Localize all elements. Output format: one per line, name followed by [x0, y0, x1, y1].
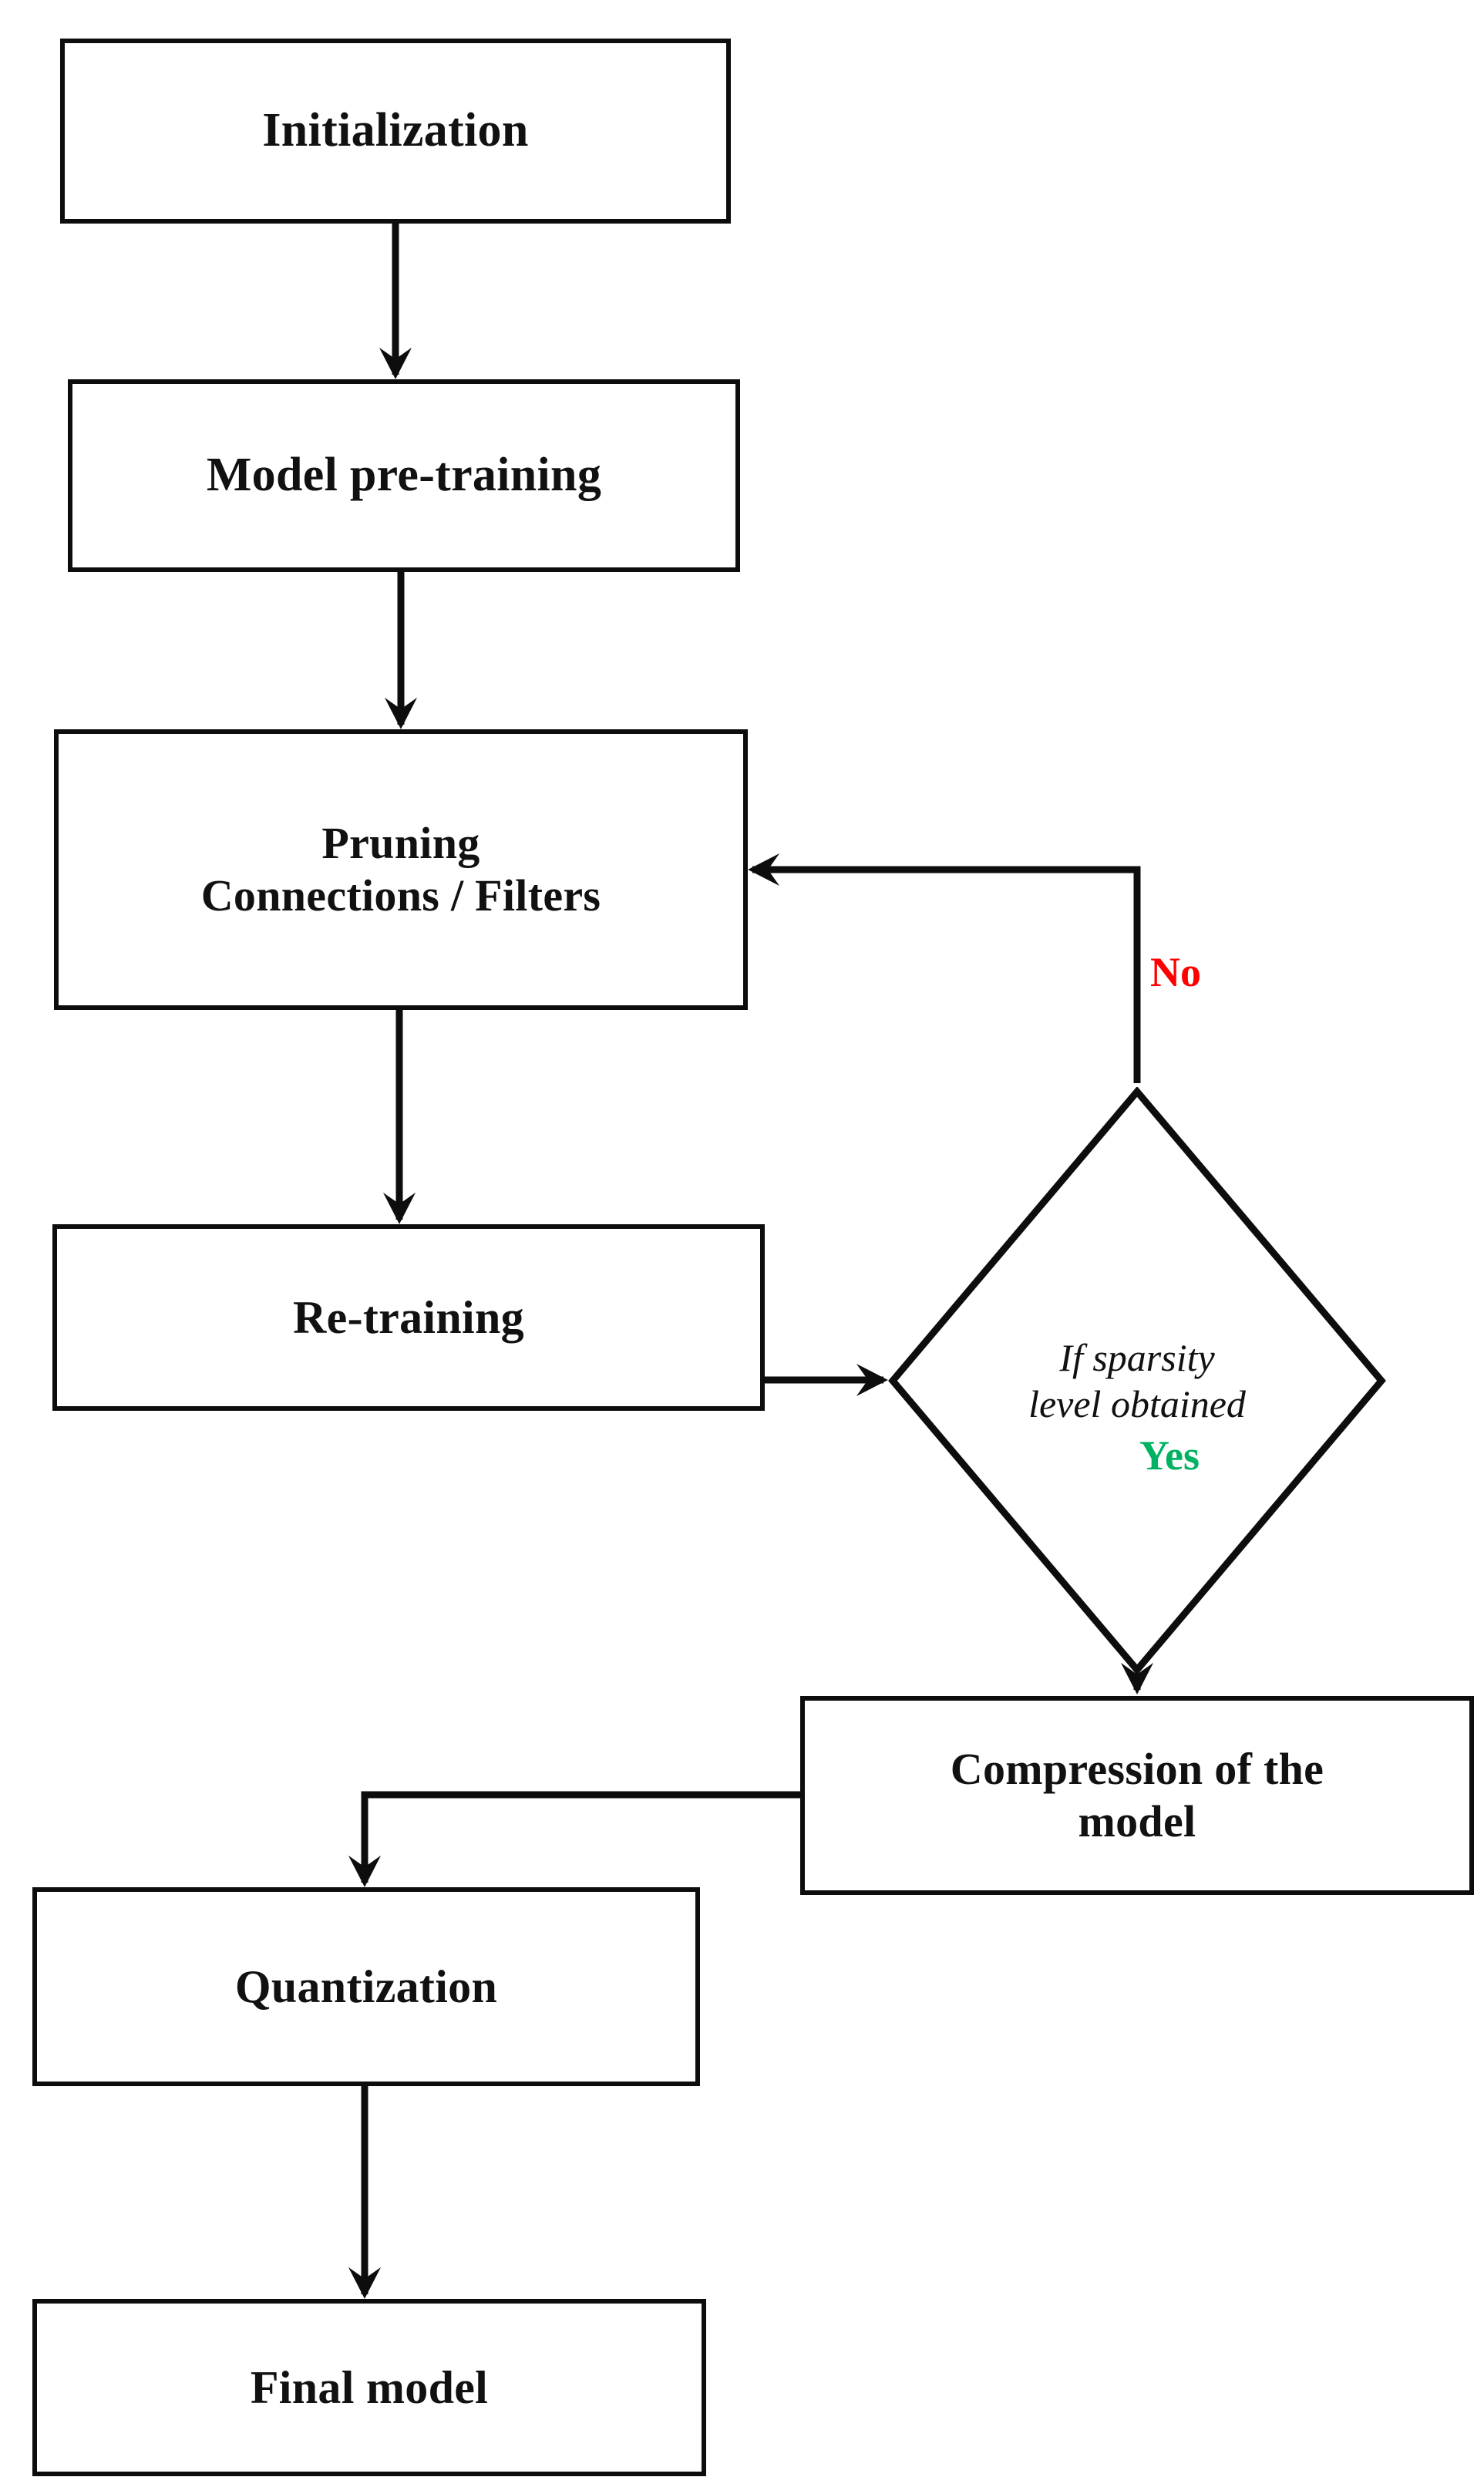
node-final-model[interactable]: Final model	[32, 2299, 706, 2476]
node-quantization[interactable]: Quantization	[32, 1887, 700, 2086]
node-re-training[interactable]: Re-training	[52, 1224, 765, 1411]
node-model-pre-training-label: Model pre-training	[206, 449, 602, 502]
node-decision-label-line2: level obtained	[1028, 1382, 1246, 1425]
edge-decision-no-to-pruning	[748, 853, 1141, 1083]
node-final-model-label: Final model	[250, 2361, 489, 2413]
node-pruning-label: Pruning Connections / Filters	[192, 817, 611, 923]
node-pruning-label-line2: Connections / Filters	[200, 870, 601, 920]
edge-compression-to-quantization	[348, 1791, 805, 1887]
node-compression-label: Compression of the model	[941, 1743, 1333, 1849]
node-quantization-label: Quantization	[234, 1960, 498, 2012]
node-compression-of-the-model[interactable]: Compression of the model	[800, 1696, 1474, 1895]
edge-label-no: No	[1150, 949, 1201, 995]
node-pruning-connections-filters[interactable]: Pruning Connections / Filters	[54, 729, 748, 1010]
node-compression-label-line2: model	[1078, 1796, 1196, 1846]
node-decision-label: If sparsity level obtained	[888, 1087, 1386, 1674]
node-initialization[interactable]: Initialization	[60, 39, 731, 224]
edge-label-yes: Yes	[1139, 1432, 1200, 1479]
node-pruning-label-line1: Pruning	[321, 817, 480, 868]
node-decision-label-line1: If sparsity	[1059, 1336, 1215, 1379]
node-model-pre-training[interactable]: Model pre-training	[68, 379, 740, 572]
node-initialization-label: Initialization	[262, 104, 529, 157]
diamond-shape	[888, 1087, 1386, 1674]
node-decision-sparsity[interactable]: If sparsity level obtained	[888, 1087, 1386, 1674]
node-re-training-label: Re-training	[293, 1291, 524, 1343]
node-compression-label-line1: Compression of the	[950, 1743, 1324, 1794]
